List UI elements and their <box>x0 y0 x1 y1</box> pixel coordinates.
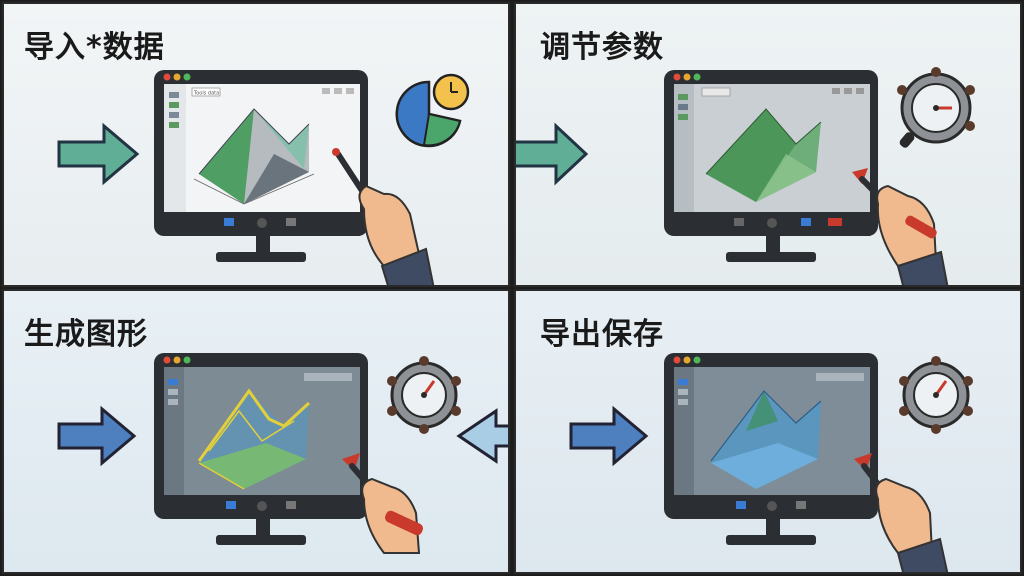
stopwatch-icon <box>899 356 973 434</box>
arrow-right-icon <box>516 122 589 186</box>
monitor-icon <box>154 353 368 545</box>
arrow-right-icon <box>569 405 649 467</box>
arrow-left-icon <box>456 408 508 464</box>
monitor-icon <box>664 353 878 545</box>
panel-illustration: Tools data <box>57 70 470 285</box>
stopwatch-icon <box>897 67 975 148</box>
hand-stylus-icon <box>854 453 949 572</box>
panel-illustration <box>516 67 975 285</box>
panel-import-data: Tools data <box>2 2 510 287</box>
arrow-right-icon <box>57 405 137 467</box>
monitor-icon: Tools data <box>154 70 368 262</box>
panel-title: 导入*数据 <box>24 30 165 65</box>
hand-stylus-icon <box>332 148 435 285</box>
window-label: Tools data <box>193 91 219 97</box>
panel-generate-graph: 生成图形 <box>2 289 510 574</box>
panel-export-save: 导出保存 <box>514 289 1022 574</box>
panel-title: 生成图形 <box>24 317 148 352</box>
arrow-right-icon <box>57 122 140 186</box>
panel-title: 调节参数 <box>540 30 664 65</box>
panel-title: 导出保存 <box>540 317 664 352</box>
stopwatch-icon <box>387 356 461 434</box>
hand-stylus-icon <box>852 168 949 285</box>
clock-pie-icon <box>395 73 470 148</box>
panel-adjust-params: 调节参数 <box>514 2 1022 287</box>
hand-stylus-icon <box>342 453 424 554</box>
panel-illustration <box>57 353 508 554</box>
monitor-icon <box>664 70 878 262</box>
panel-illustration <box>569 353 973 572</box>
